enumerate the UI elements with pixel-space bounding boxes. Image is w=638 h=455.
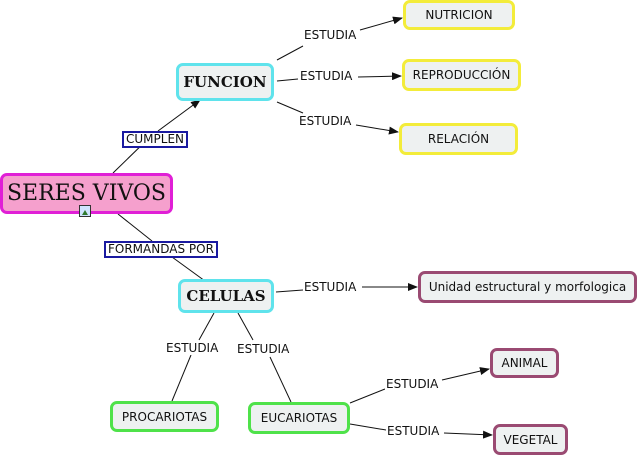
concept-label: REPRODUCCIÓN [412,68,511,82]
link-label-estudia: ESTUDIA [385,377,440,391]
concept-relacion[interactable]: RELACIÓN [399,123,518,155]
line-cumplen-funcion [157,99,201,132]
concept-animal[interactable]: ANIMAL [490,348,559,378]
line-funcion-estudia2 [276,78,299,82]
line-root-formandas [117,213,153,242]
concept-vegetal[interactable]: VEGETAL [493,424,568,455]
concept-label: PROCARIOTAS [121,409,208,424]
concept-unidad-estructural[interactable]: Unidad estructural y morfologica [418,271,637,303]
line-estudia1-nutricion [359,16,403,31]
line-celulas-estudia6 [237,312,254,341]
line-celulas-estudia5 [198,312,215,341]
line-estudia2-reproduccion [357,72,402,81]
concept-label: NUTRICION [425,8,493,22]
line-estudia8-vegetal [443,430,493,439]
concept-procariotas[interactable]: PROCARIOTAS [110,401,219,432]
link-label-estudia: ESTUDIA [299,69,354,83]
line-eucariotas-estudia7 [349,388,386,404]
link-label-estudia: ESTUDIA [303,280,358,294]
line-eucariotas-estudia8 [349,423,387,431]
image-icon[interactable] [79,205,91,217]
concept-celulas[interactable]: CELULAS [178,279,274,313]
link-label-estudia: ESTUDIA [303,28,358,42]
concept-label: VEGETAL [503,432,558,447]
concept-label: FUNCION [183,73,267,91]
concept-label: ANIMAL [501,356,548,370]
concept-label: Unidad estructural y morfologica [428,280,627,294]
link-label-formandas-por: FORMANDAS POR [104,241,218,258]
link-label-cumplen: CUMPLEN [122,131,188,148]
link-label-estudia: ESTUDIA [236,342,291,356]
line-estudia5-procariotas [171,354,192,402]
line-estudia7-animal [441,367,490,381]
concept-label: RELACIÓN [427,132,490,146]
concept-label: CELULAS [186,287,266,305]
concept-label: SERES VIVOS [6,181,166,206]
link-label-estudia: ESTUDIA [386,424,441,438]
concept-nutricion[interactable]: NUTRICION [403,0,515,30]
line-funcion-estudia1 [276,45,304,61]
concept-label: EUCARIOTAS [260,411,338,425]
line-estudia3-relacion [355,124,399,135]
link-label-estudia: ESTUDIA [165,341,220,355]
concept-reproduccion[interactable]: REPRODUCCIÓN [402,59,521,91]
line-funcion-estudia3 [276,101,304,114]
line-formandas-celulas [171,256,206,282]
concept-funcion[interactable]: FUNCION [176,63,274,101]
concept-eucariotas[interactable]: EUCARIOTAS [248,402,350,434]
line-estudia6-eucariotas [269,356,292,403]
line-celulas-estudia4 [275,289,304,293]
link-label-estudia: ESTUDIA [298,114,353,128]
